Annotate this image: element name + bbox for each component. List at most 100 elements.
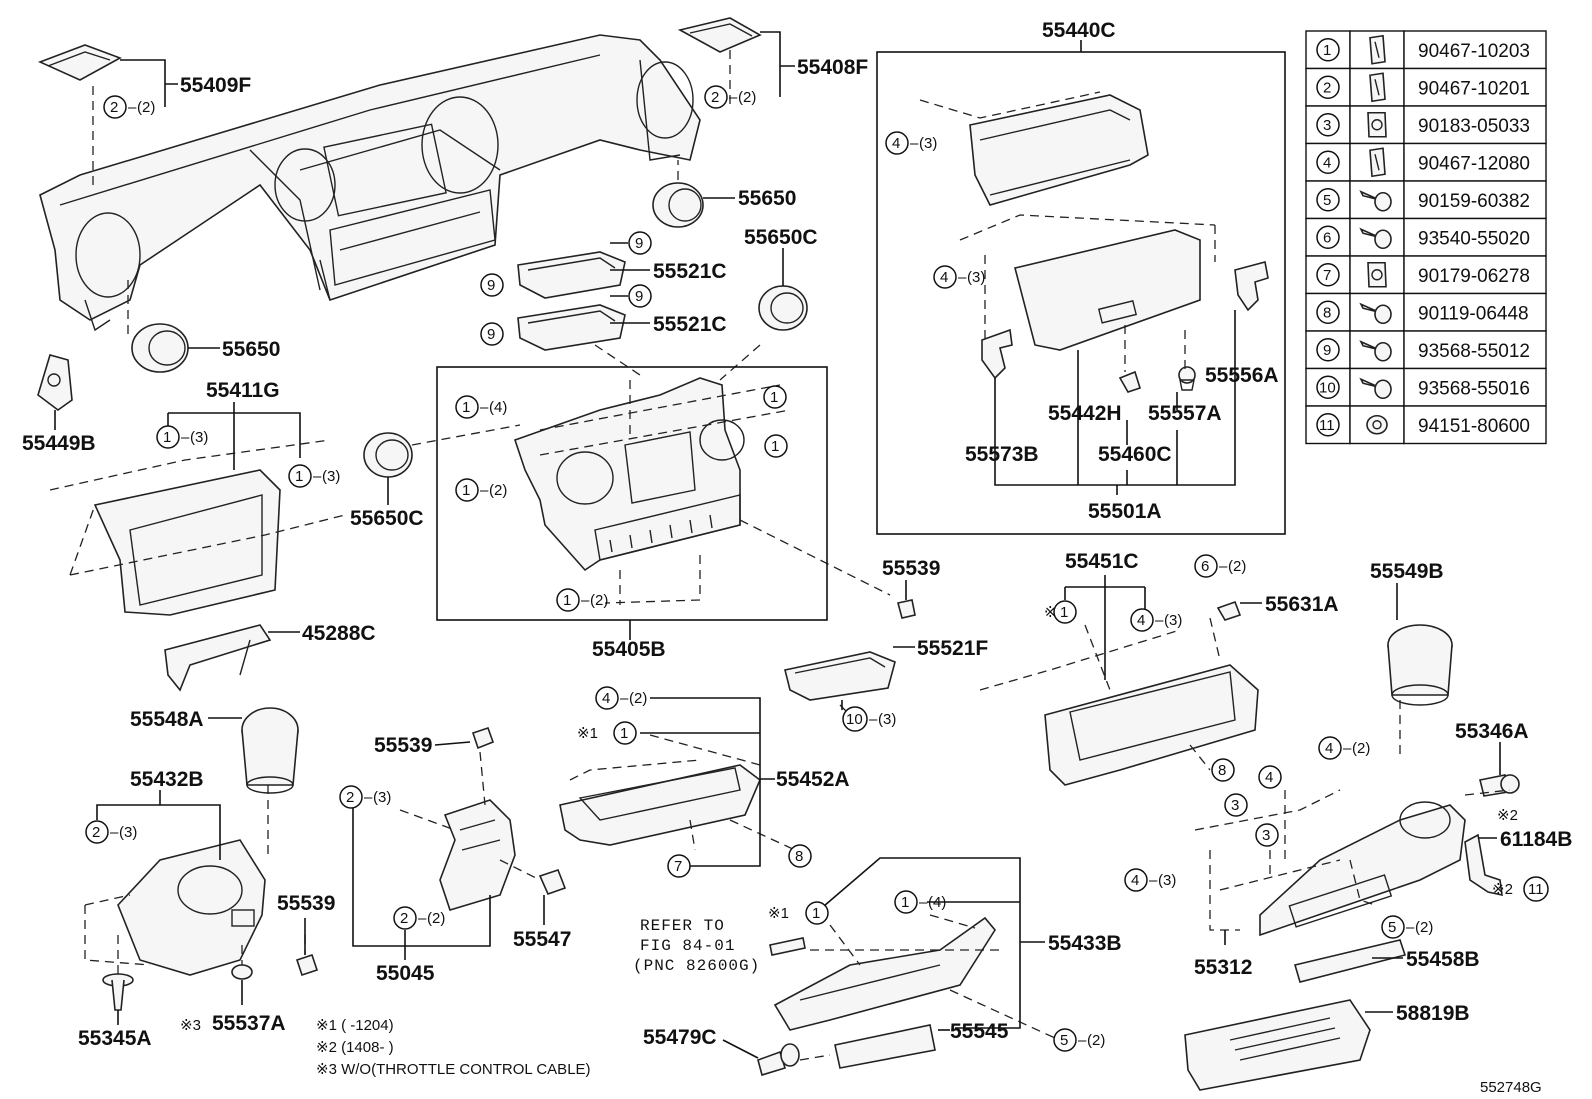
fastener-part-number: 90467-10201 bbox=[1418, 78, 1530, 99]
svg-text:1: 1 bbox=[462, 399, 470, 416]
svg-text:(3): (3) bbox=[967, 269, 985, 286]
svg-text:–: – bbox=[364, 789, 373, 806]
pocket-55521F bbox=[784, 651, 896, 701]
label-55449B: 55449B bbox=[22, 432, 96, 455]
svg-text:9: 9 bbox=[635, 288, 643, 305]
svg-text:–: – bbox=[110, 824, 119, 841]
bracket-61184B bbox=[1464, 833, 1503, 897]
fastener-number: 5 bbox=[1323, 192, 1331, 209]
callout-1x2-b: 1–(2) bbox=[556, 588, 608, 612]
hinge-55573B bbox=[981, 328, 1013, 380]
svg-text:(2): (2) bbox=[1087, 1032, 1105, 1049]
fastener-number-circle bbox=[1316, 38, 1340, 62]
svg-text:(2): (2) bbox=[137, 99, 155, 116]
svg-text:4: 4 bbox=[1325, 740, 1333, 757]
fastener-part-number: 90159-60382 bbox=[1418, 191, 1530, 212]
fastener-number: 3 bbox=[1323, 117, 1331, 134]
svg-text:(3): (3) bbox=[1164, 612, 1182, 629]
label-55312: 55312 bbox=[1194, 956, 1252, 979]
panel-55411G bbox=[93, 469, 281, 616]
fastener-number-circle bbox=[1316, 225, 1340, 249]
svg-text:(3): (3) bbox=[119, 824, 137, 841]
fastener-row: 5 90159-60382 bbox=[1305, 180, 1547, 220]
label-55547: 55547 bbox=[513, 928, 571, 951]
fastener-part-number: 90467-10203 bbox=[1418, 41, 1530, 62]
callout-4x2-b: 4–(2) bbox=[595, 686, 647, 710]
cup-holder-55548A bbox=[241, 707, 299, 794]
fastener-part-number: 94151-80600 bbox=[1418, 416, 1530, 437]
screw-icon bbox=[1359, 190, 1392, 212]
panel-55312 bbox=[1259, 801, 1466, 937]
fastener-number: 7 bbox=[1323, 267, 1331, 284]
label-55650-right: 55650 bbox=[738, 187, 796, 210]
fastener-part-number: 90183-05033 bbox=[1418, 116, 1530, 137]
screw-icon bbox=[1359, 377, 1392, 400]
svg-text:REFER TO: REFER TO bbox=[640, 917, 725, 935]
svg-text:(2): (2) bbox=[1352, 740, 1370, 757]
svg-text:–: – bbox=[181, 429, 190, 446]
label-55452A: 55452A bbox=[776, 768, 850, 791]
clip-55539-b bbox=[471, 726, 495, 750]
svg-text:(2): (2) bbox=[1415, 919, 1433, 936]
label-55539-a: 55539 bbox=[882, 557, 940, 580]
footnote-1: ※1 ( -1204) bbox=[316, 1017, 394, 1034]
svg-text:–: – bbox=[480, 399, 489, 416]
svg-text:(2): (2) bbox=[489, 482, 507, 499]
svg-text:9: 9 bbox=[487, 277, 495, 294]
fastener-part-number: 93568-55016 bbox=[1418, 378, 1530, 399]
pocket-55521C-lower bbox=[517, 304, 626, 351]
clip-icon bbox=[1369, 34, 1386, 65]
callout-4x3-c: 4–(3) bbox=[1130, 608, 1182, 632]
panel-55452A bbox=[559, 764, 761, 846]
svg-text:1: 1 bbox=[563, 592, 571, 609]
svg-text:※1: ※1 bbox=[577, 725, 598, 742]
fastener-number: 8 bbox=[1323, 304, 1331, 321]
svg-text:(PNC 82600G): (PNC 82600G) bbox=[633, 957, 760, 975]
svg-text:4: 4 bbox=[1265, 769, 1273, 786]
callout-4x2-a: 4–(2) bbox=[1318, 736, 1370, 760]
svg-text:7: 7 bbox=[674, 858, 682, 875]
svg-text:(2): (2) bbox=[629, 690, 647, 707]
svg-text:(2): (2) bbox=[590, 592, 608, 609]
fastener-number-circle bbox=[1316, 300, 1340, 324]
label-55631A: 55631A bbox=[1265, 593, 1339, 616]
callout-5x2-a: 5–(2) bbox=[1381, 915, 1433, 939]
fastener-number-circle bbox=[1316, 188, 1340, 212]
svg-text:11: 11 bbox=[1528, 881, 1544, 898]
screw-icon bbox=[1359, 340, 1392, 362]
center-cluster-55405B bbox=[513, 377, 745, 572]
label-55545: 55545 bbox=[950, 1020, 1009, 1043]
fastener-number: 9 bbox=[1323, 342, 1331, 359]
label-45288C: 45288C bbox=[302, 622, 376, 645]
label-55521C-lower: 55521C bbox=[653, 313, 727, 336]
label-55537A: 55537A bbox=[212, 1012, 286, 1035]
svg-text:–: – bbox=[1406, 919, 1415, 936]
label-55460C: 55460C bbox=[1098, 443, 1172, 466]
cap-55537A bbox=[231, 964, 253, 980]
fastener-part-number: 90119-06448 bbox=[1418, 303, 1529, 324]
svg-text:(4): (4) bbox=[928, 894, 946, 911]
fastener-number-circle bbox=[1316, 413, 1340, 437]
label-55650-left: 55650 bbox=[222, 338, 280, 361]
lock-55460C bbox=[1118, 370, 1141, 393]
glove-box-door-55501A bbox=[1014, 229, 1201, 351]
clip-55539-a bbox=[897, 599, 916, 619]
fastener-row: 3 90183-05033 bbox=[1305, 105, 1547, 145]
label-61184B: 61184B bbox=[1500, 828, 1572, 851]
fastener-number-circle bbox=[1316, 375, 1340, 399]
fastener-number: 10 bbox=[1319, 379, 1336, 396]
svg-text:(3): (3) bbox=[373, 789, 391, 806]
svg-text:–: – bbox=[418, 910, 427, 927]
fastener-number: 4 bbox=[1323, 154, 1331, 171]
footnote-3: ※3 W/O(THROTTLE CONTROL CABLE) bbox=[316, 1061, 591, 1078]
svg-text:(3): (3) bbox=[878, 711, 896, 728]
panel-58819B bbox=[1184, 999, 1371, 1091]
nut-clip-icon bbox=[1367, 111, 1387, 138]
svg-text:–: – bbox=[910, 135, 919, 152]
callout-1-b: 1 bbox=[764, 434, 788, 458]
